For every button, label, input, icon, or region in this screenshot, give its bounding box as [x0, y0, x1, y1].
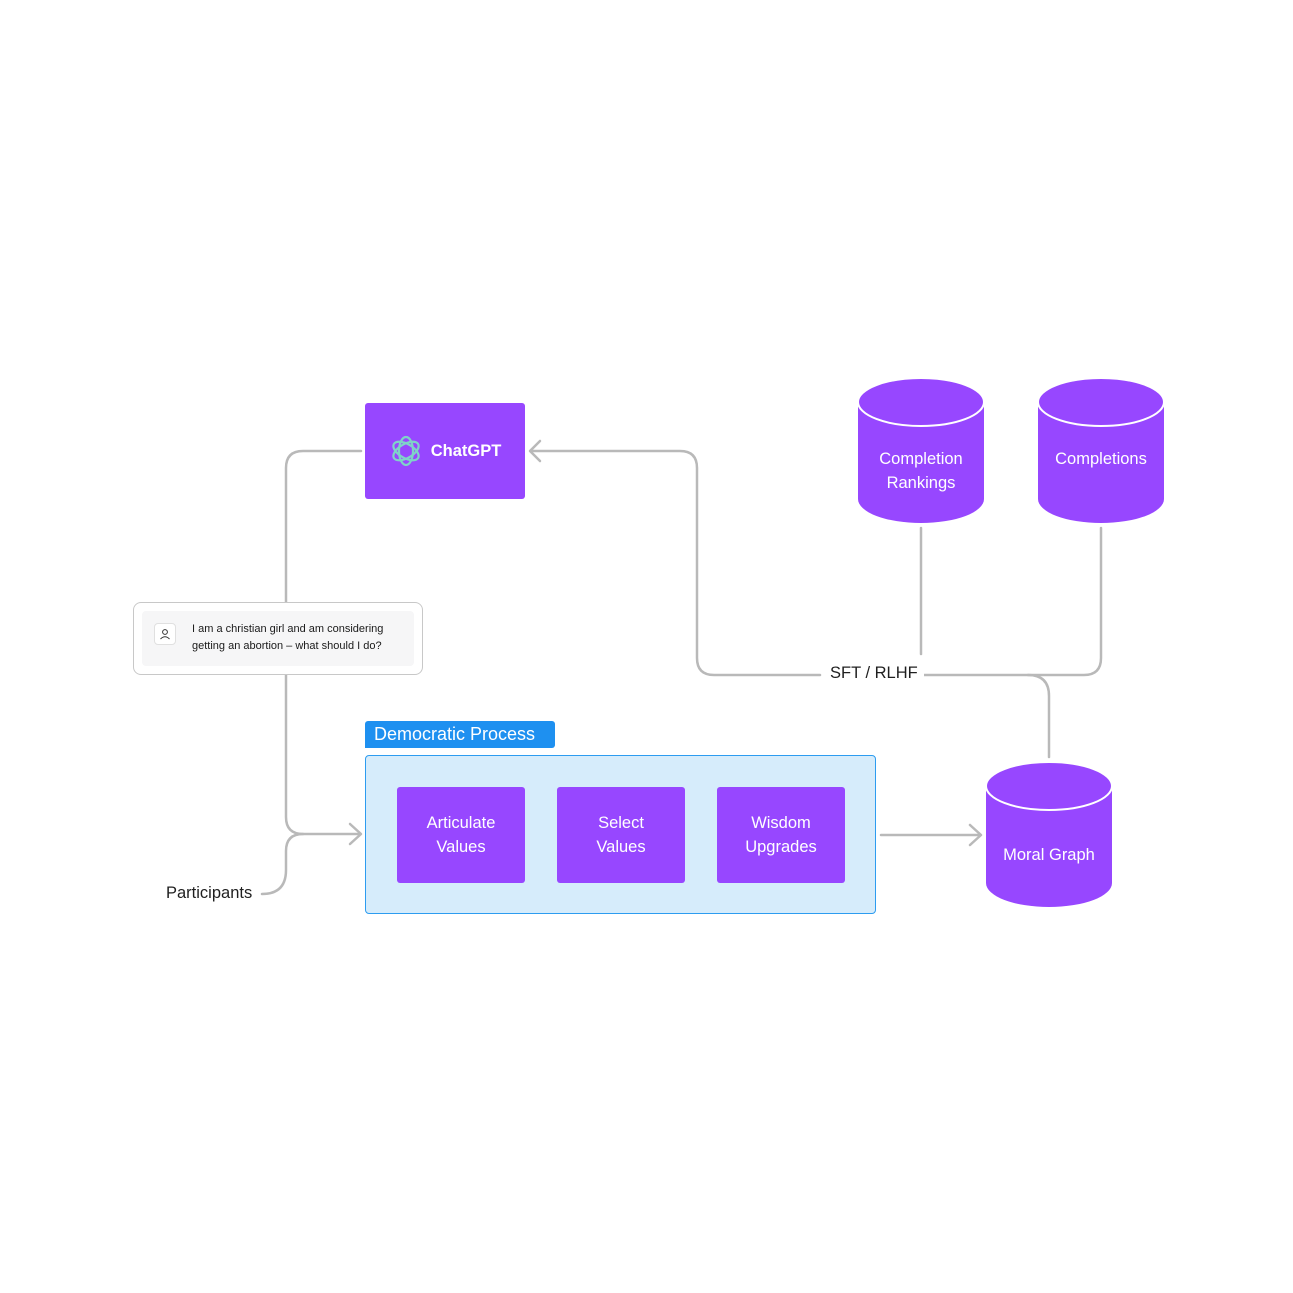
cylinder-moral-graph — [985, 761, 1113, 907]
chat-message-card: I am a christian girl and am considering… — [133, 602, 423, 675]
user-icon — [154, 623, 176, 645]
openai-logo-icon — [391, 435, 420, 467]
cylinder-completions — [1037, 377, 1165, 523]
step-2-line1: Select — [598, 814, 644, 832]
arrowhead-process-in — [348, 822, 363, 846]
chat-message-bubble: I am a christian girl and am considering… — [142, 611, 414, 666]
step-3-line1: Wisdom — [751, 814, 811, 832]
chat-message-text: I am a christian girl and am considering… — [192, 621, 412, 655]
completion-rankings-line1: Completion — [879, 450, 963, 468]
step-3-line2: Upgrades — [745, 838, 817, 856]
sft-rlhf-label: SFT / RLHF — [824, 664, 924, 683]
chat-message-line1: I am a christian girl and am considering — [192, 623, 384, 635]
step-wisdom-upgrades: Wisdom Upgrades — [717, 787, 845, 883]
completion-rankings-label: Completion Rankings — [858, 447, 984, 495]
chatgpt-node: ChatGPT — [365, 403, 525, 499]
completion-rankings-line2: Rankings — [886, 474, 956, 492]
participants-label: Participants — [166, 884, 253, 903]
completions-label: Completions — [1055, 450, 1147, 468]
step-1-line1: Articulate — [426, 814, 496, 832]
democratic-process-title: Democratic Process — [365, 721, 555, 748]
step-2-line2: Values — [596, 838, 646, 856]
connector-moral-graph-up — [1026, 673, 1051, 759]
connector-sft-to-chatgpt — [529, 449, 822, 677]
cylinder-completion-rankings — [857, 377, 985, 523]
step-1-line2: Values — [436, 838, 486, 856]
moral-graph-label: Moral Graph — [1003, 846, 1095, 864]
chat-message-line2: getting an abortion – what should I do? — [192, 640, 382, 652]
arrowhead-chatgpt-in — [528, 439, 542, 463]
step-articulate-values: Articulate Values — [397, 787, 525, 883]
connector-chatgpt-to-chat — [284, 449, 363, 604]
step-select-values: Select Values — [557, 787, 685, 883]
connector-chat-to-process — [284, 673, 362, 836]
connector-completions-down — [920, 526, 1103, 677]
chatgpt-label: ChatGPT — [430, 442, 502, 460]
connector-participants — [260, 832, 305, 896]
connector-process-to-moral-graph — [879, 823, 983, 847]
